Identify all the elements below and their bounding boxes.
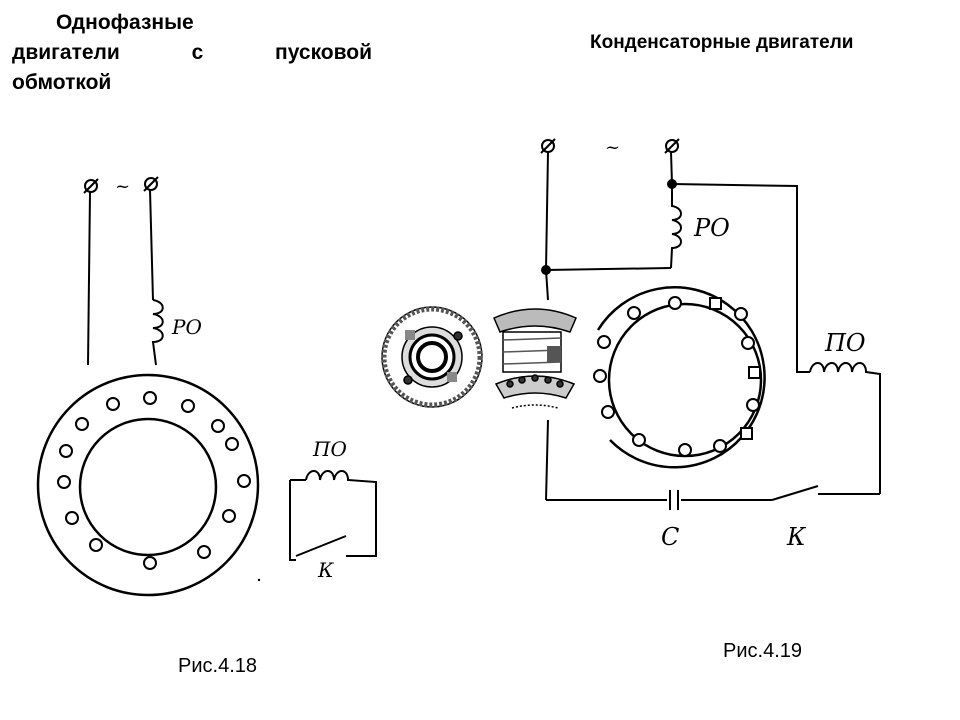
right-supply-symbol: ~	[605, 137, 620, 158]
left-supply-terminal-1	[83, 178, 99, 194]
capacitor-label: С	[661, 523, 679, 551]
right-node-left	[541, 265, 551, 275]
caption-fig-4-19: Рис.4.19	[723, 640, 802, 662]
right-main-winding-coil	[670, 184, 682, 269]
right-wire-right	[670, 151, 673, 185]
left-start-winding-coil	[305, 470, 377, 557]
left-title-word-1: двигатели	[12, 41, 120, 64]
left-title: Однофазные двигатели с пусковой обмоткой	[12, 8, 372, 98]
left-title-word-2: с	[191, 41, 204, 64]
right-supply-terminal-2	[664, 138, 680, 154]
left-supply-terminal-2	[143, 176, 159, 192]
left-title-line-3: обмоткой	[12, 71, 112, 94]
left-supply-symbol: ~	[115, 176, 130, 197]
right-main-winding-label: РО	[693, 214, 730, 242]
caption-fig-4-18: Рис.4.18	[178, 655, 257, 677]
left-start-winding-label: ПО	[312, 437, 347, 461]
left-switch	[295, 535, 347, 557]
left-start-winding-loop	[289, 480, 296, 561]
left-title-line-2: двигатели с пусковой	[12, 38, 372, 68]
left-wire-2	[149, 189, 154, 301]
right-stator-slots	[593, 296, 761, 457]
right-switch-label: К	[786, 523, 807, 551]
right-supply-terminal-1	[540, 138, 556, 154]
left-title-line-1: Однофазные	[56, 11, 194, 34]
right-node-top	[667, 179, 677, 189]
right-switch	[771, 485, 819, 501]
left-stator	[36, 373, 260, 597]
left-main-winding-coil	[151, 299, 164, 366]
figure-4-19	[540, 138, 881, 510]
figure-4-18	[36, 176, 377, 597]
left-title-word-3: пусковой	[275, 41, 372, 64]
left-main-winding-label: РО	[171, 315, 202, 339]
right-wire-top	[671, 183, 810, 373]
stator-segment-detail	[493, 308, 577, 409]
left-switch-label: К	[317, 558, 334, 582]
left-stator-slots	[57, 391, 251, 570]
right-wire-left	[544, 151, 549, 301]
right-wire-main-return	[545, 267, 672, 271]
right-start-winding-coil	[809, 362, 881, 494]
left-wire-1	[87, 191, 91, 366]
right-stator	[593, 286, 766, 469]
right-title: Конденсаторные двигатели	[590, 32, 854, 53]
right-start-winding-label: ПО	[824, 329, 866, 357]
right-capacitor	[669, 490, 679, 510]
motor-cross-section	[381, 306, 483, 408]
right-wire-left-lower	[545, 419, 549, 501]
